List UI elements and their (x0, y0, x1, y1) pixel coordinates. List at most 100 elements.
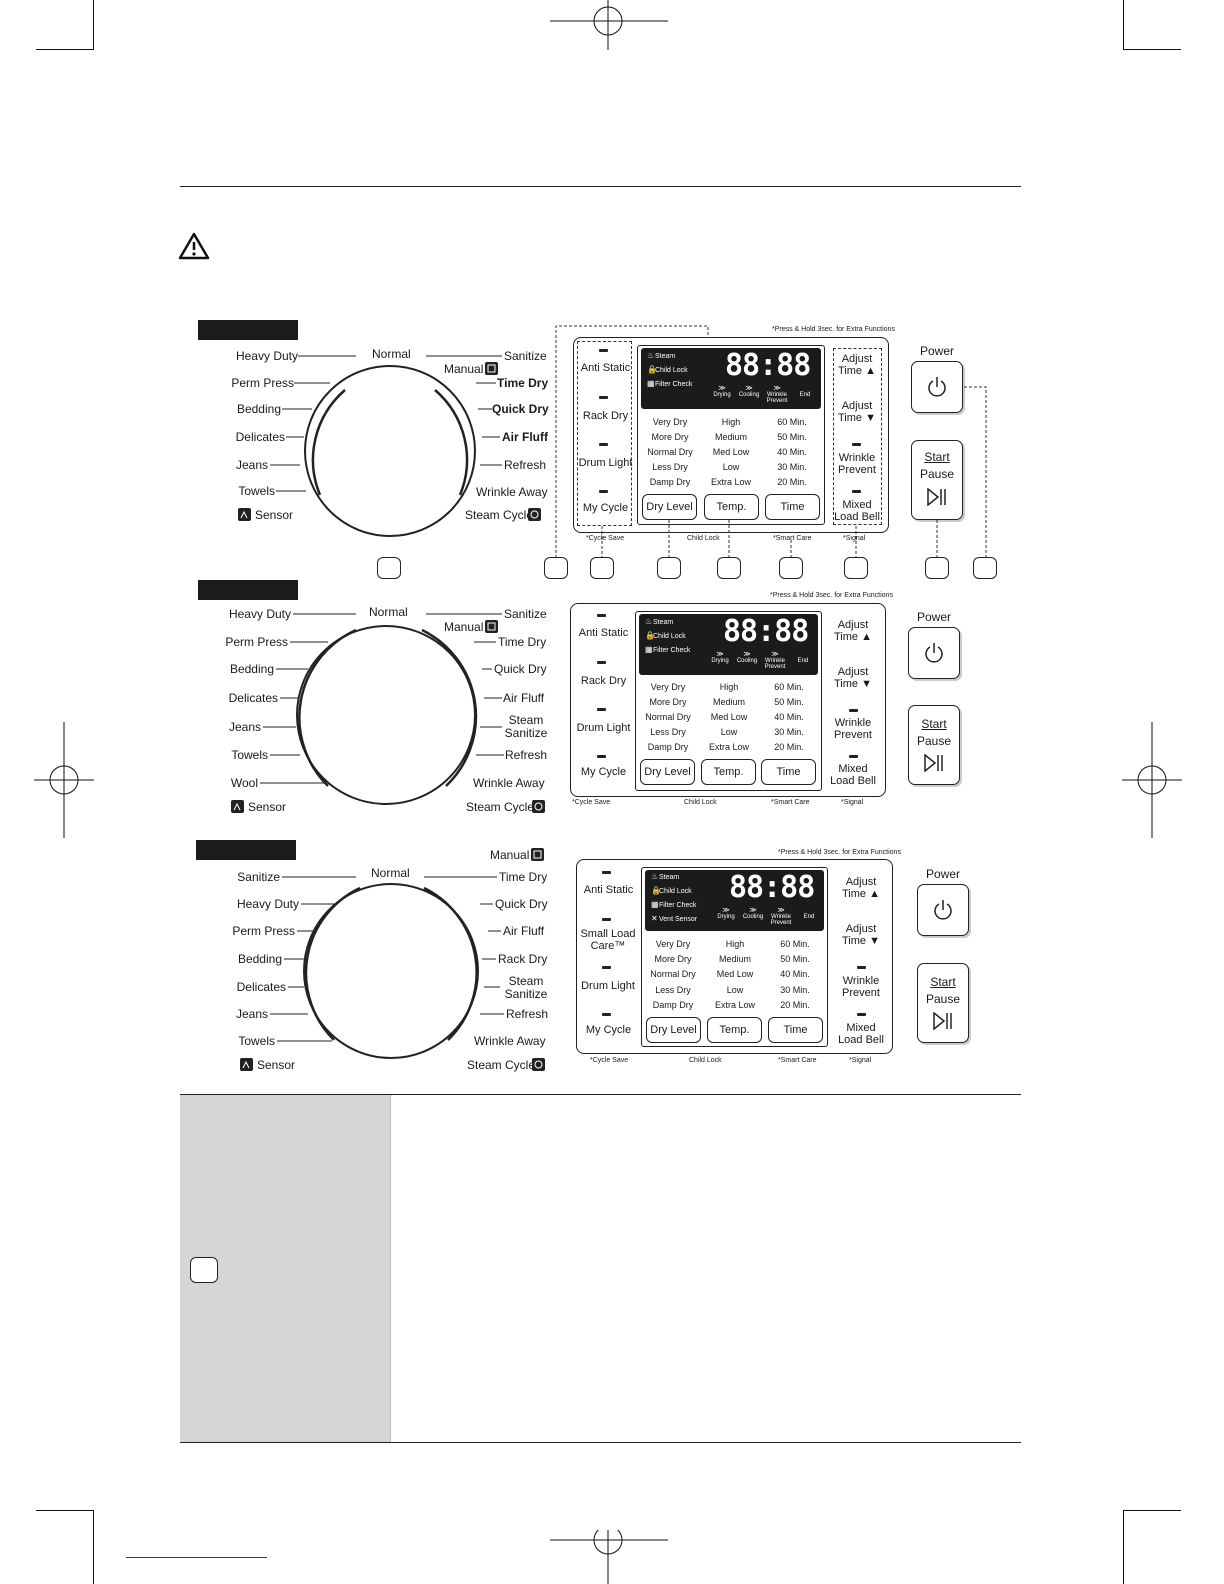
dry-level-button[interactable]: Dry Level (640, 759, 695, 785)
footer-link-underline[interactable] (126, 1557, 267, 1558)
smart-care-note: *Smart Care (773, 535, 812, 542)
dial-label: Time Dry (499, 870, 548, 884)
mixed-load-bell-button[interactable]: Mixed Load Bell (838, 1022, 884, 1046)
wrinkle-prevent-button[interactable]: Wrinkle Prevent (842, 975, 880, 999)
anti-static-button[interactable]: Anti Static (583, 884, 634, 896)
mixed-load-bell-button[interactable]: Mixed Load Bell (834, 499, 880, 523)
dial-label-normal: Normal (371, 866, 410, 880)
cycle-dial[interactable] (303, 883, 479, 1059)
stage-label: Wrinkle Prevent (766, 392, 788, 404)
steam-cycle-icon (528, 508, 541, 521)
option-text: Less Dry (652, 462, 688, 472)
dial-label: Heavy Duty (228, 607, 291, 621)
callout-number (844, 557, 868, 579)
lcd-display: ♨Steam 🔒Child Lock ▦Filter Check 88:88 ≫… (641, 348, 821, 409)
adjust-time-down-button[interactable]: Adjust Time ▼ (842, 923, 880, 947)
table-divider (390, 1095, 391, 1442)
dial-label: Delicates (228, 691, 278, 705)
time-button[interactable]: Time (768, 1017, 823, 1043)
temp-button[interactable]: Temp. (701, 759, 756, 785)
dial-label-normal: Normal (369, 605, 408, 619)
sensor-icon (231, 800, 244, 813)
anti-static-button[interactable]: Anti Static (580, 362, 631, 374)
play-pause-icon (927, 488, 946, 506)
extra-functions-note: *Press & Hold 3sec. for Extra Functions (778, 849, 901, 856)
stage-arrow: ≫ (777, 907, 785, 914)
adjust-time-down-button[interactable]: Adjust Time ▼ (834, 666, 872, 690)
lcd-indicator: ▦Filter Check (651, 900, 697, 910)
child-lock-note: Child Lock (689, 1057, 722, 1064)
drum-light-button[interactable]: Drum Light (581, 980, 635, 992)
anti-static-button[interactable]: Anti Static (578, 627, 629, 639)
wrinkle-prevent-button[interactable]: Wrinkle Prevent (838, 452, 876, 476)
wrinkle-prevent-button[interactable]: Wrinkle Prevent (834, 717, 872, 741)
option-text: Medium (718, 954, 751, 964)
signal-note: *Signal (849, 1057, 872, 1064)
child-lock-note: Child Lock (684, 799, 717, 806)
dry-level-button[interactable]: Dry Level (642, 494, 697, 520)
dial-label: Perm Press (232, 924, 295, 938)
indicator-lamp (602, 871, 611, 874)
callout-number (590, 557, 614, 579)
power-label: Power (917, 610, 952, 624)
stage-label: Drying (711, 658, 729, 664)
adjust-time-up-button[interactable]: Adjust Time ▲ (842, 876, 880, 900)
option-text: Extra Low (710, 477, 752, 487)
adjust-time-up-button[interactable]: Adjust Time ▲ (838, 353, 876, 377)
crop-mark (93, 0, 94, 50)
my-cycle-button[interactable]: My Cycle (582, 502, 629, 514)
power-icon (928, 377, 946, 397)
dial-label: Manual (444, 620, 484, 634)
drum-light-button[interactable]: Drum Light (576, 722, 631, 734)
dial-label: Steam Cycle (465, 508, 534, 522)
power-label: Power (926, 867, 961, 881)
my-cycle-button[interactable]: My Cycle (585, 1024, 632, 1036)
adjust-time-up-button[interactable]: Adjust Time ▲ (834, 619, 872, 643)
drum-light-button[interactable]: Drum Light (578, 457, 633, 469)
stage-arrow: ≫ (718, 385, 726, 392)
option-text: 40 Min. (777, 447, 807, 457)
callout-number (779, 557, 803, 579)
model-tag (198, 320, 298, 340)
power-button[interactable] (917, 884, 969, 936)
option-text: Normal Dry (650, 969, 696, 979)
rack-dry-button[interactable]: Rack Dry (582, 410, 629, 422)
dial-label: Rack Dry (498, 952, 548, 966)
option-text: Extra Low (708, 742, 750, 752)
indicator-lamp (599, 396, 608, 399)
lcd-indicator: ▦Filter Check (645, 645, 691, 655)
dial-label: Steam Sanitize (504, 713, 548, 740)
small-load-care-button[interactable]: Small Load Care™ (580, 928, 636, 952)
temp-button[interactable]: Temp. (704, 494, 759, 520)
dry-level-button[interactable]: Dry Level (646, 1017, 701, 1043)
model-tag (196, 840, 296, 860)
option-text: Normal Dry (645, 712, 691, 722)
power-icon (925, 643, 943, 663)
time-button[interactable]: Time (765, 494, 820, 520)
power-button[interactable] (908, 627, 960, 679)
dial-label: Wrinkle Away (474, 1034, 546, 1048)
dial-label: Refresh (506, 1007, 549, 1021)
time-button[interactable]: Time (761, 759, 816, 785)
power-button[interactable] (911, 361, 963, 413)
adjust-time-down-button[interactable]: Adjust Time ▼ (838, 400, 876, 424)
extra-functions-note: *Press & Hold 3sec. for Extra Functions (770, 592, 893, 599)
mixed-load-bell-button[interactable]: Mixed Load Bell (830, 763, 876, 787)
temp-button[interactable]: Temp. (707, 1017, 762, 1043)
crop-mark (36, 49, 94, 50)
cycle-dial[interactable] (304, 365, 476, 537)
stage-arrow: ≫ (749, 907, 757, 914)
start-pause-button[interactable]: Start Pause (911, 440, 963, 520)
rack-dry-button[interactable]: Rack Dry (580, 675, 627, 687)
dial-label: Jeans (228, 720, 261, 734)
start-pause-button[interactable]: Start Pause (908, 705, 960, 785)
manual-icon (485, 620, 498, 633)
registration-mark-right (1122, 722, 1182, 838)
crop-mark (93, 1510, 94, 1584)
crop-mark (1123, 49, 1181, 50)
my-cycle-button[interactable]: My Cycle (580, 766, 627, 778)
start-pause-button[interactable]: Start Pause (917, 963, 969, 1043)
option-text: 50 Min. (777, 432, 807, 442)
lcd-indicator: ▦Filter Check (647, 379, 693, 389)
option-text: Low (720, 727, 738, 737)
